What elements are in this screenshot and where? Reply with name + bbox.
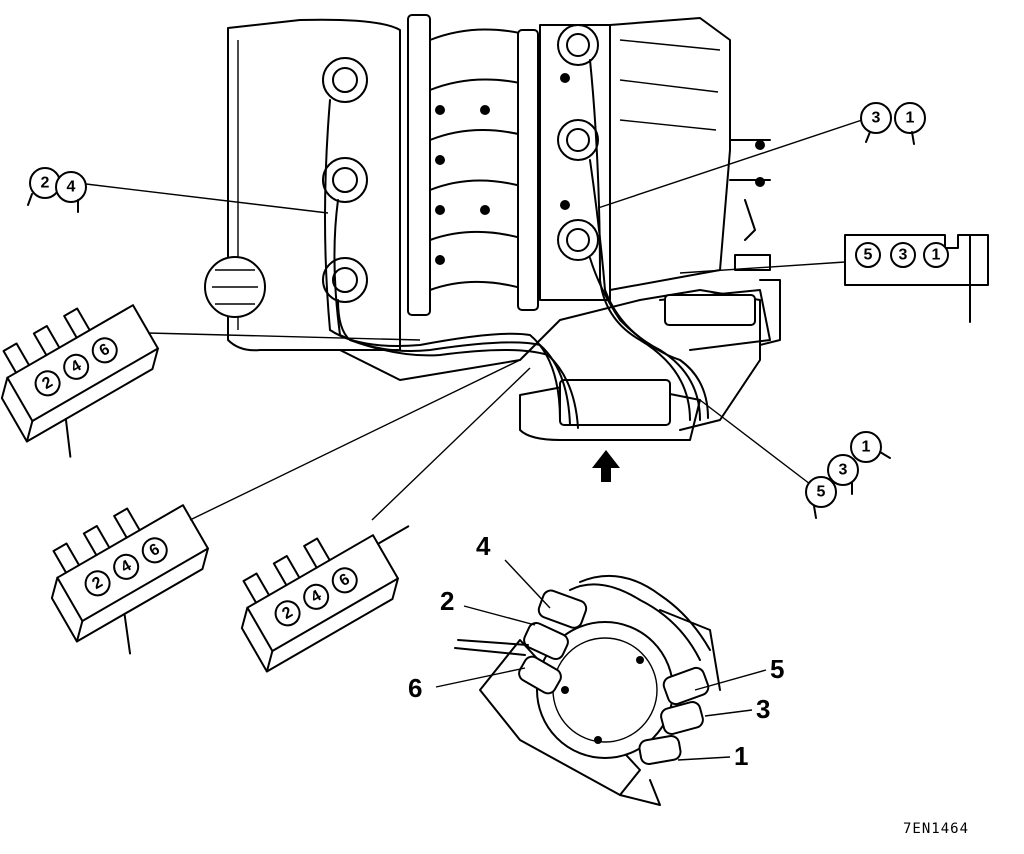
callout-number: 1 <box>932 247 941 264</box>
distributor-label: 5 <box>770 654 784 684</box>
callout-number: 5 <box>817 484 826 501</box>
view-direction-arrow <box>592 450 620 482</box>
callout-connector-2-4-6-a: 2 4 6 <box>0 304 159 458</box>
callout-number: 1 <box>906 110 915 127</box>
callout-number: 2 <box>41 175 50 192</box>
distributor-label: 6 <box>408 673 422 703</box>
callout-connector-5-3-1: 5 3 1 <box>844 234 989 323</box>
callout-coil-5-3-1: 1 3 5 <box>805 431 891 519</box>
callout-connector-2-4-6-b: 2 4 6 <box>50 504 209 655</box>
callout-number: 4 <box>67 179 76 196</box>
distributor-label: 3 <box>756 694 770 724</box>
callout-coil-3-1: 3 1 <box>860 102 926 145</box>
callout-number: 3 <box>899 247 908 264</box>
distributor-label: 4 <box>476 531 491 561</box>
leader-lines <box>85 119 863 521</box>
distributor-label: 1 <box>734 741 748 771</box>
distributor-label: 2 <box>440 586 454 616</box>
callout-connector-2-4-6-c: 2 4 6 <box>240 525 410 673</box>
callout-number: 1 <box>862 439 871 456</box>
engine-block <box>204 14 781 441</box>
callout-number: 3 <box>839 462 848 479</box>
figure-code: 7EN1464 <box>903 821 969 837</box>
callout-number: 5 <box>864 247 873 264</box>
callout-coil-2-4: 2 4 <box>27 167 87 213</box>
distributor-detail: 4 2 6 5 3 1 <box>408 531 784 806</box>
callout-number: 3 <box>872 110 881 127</box>
